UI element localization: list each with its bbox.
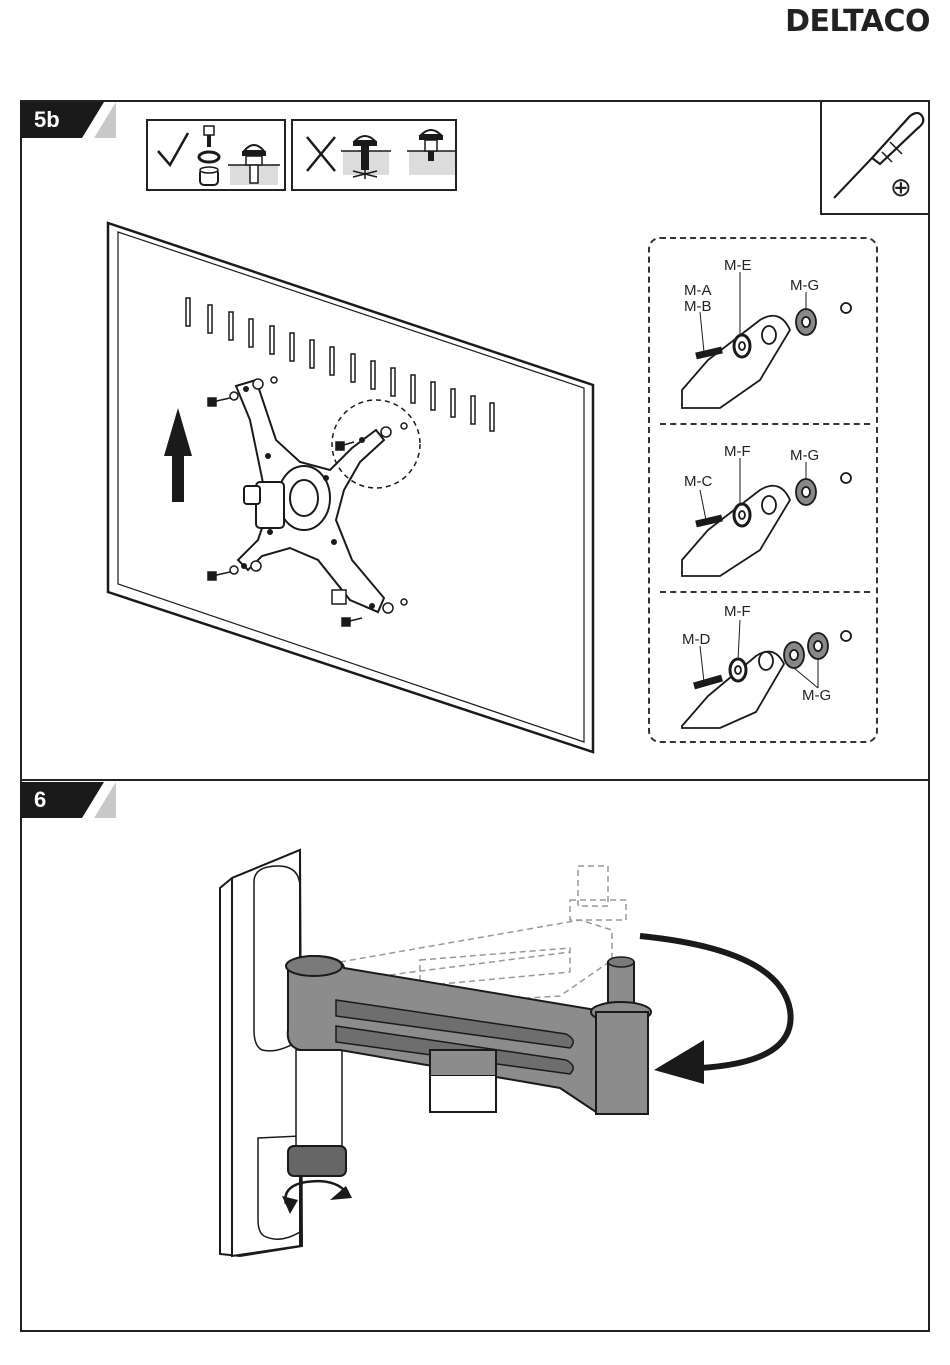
swing-arm-illustration [0,0,950,1365]
